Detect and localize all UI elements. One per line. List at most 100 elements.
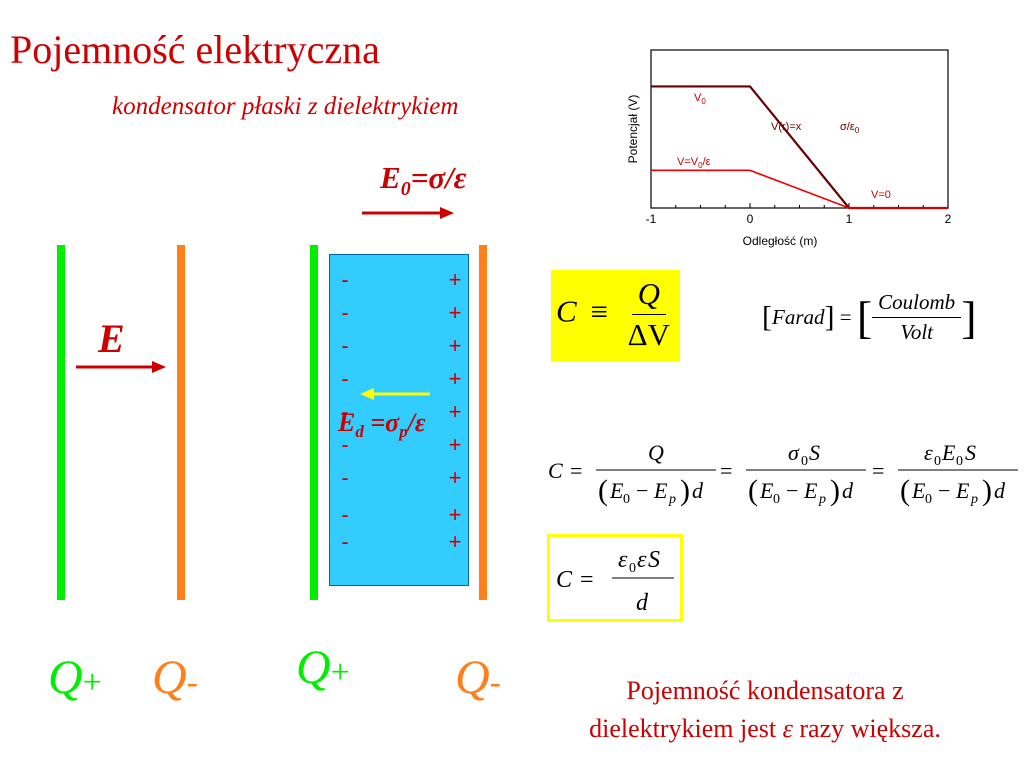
svg-text:0: 0 [773,492,780,507]
minus-sign: - [341,465,349,490]
chart-tick-labels: -1 0 1 2 [646,212,952,226]
svg-text:p: p [970,492,978,507]
minus-sign: - [341,529,349,554]
conclusion-text: Pojemność kondensatora z dielektrykiem j… [522,672,1008,748]
svg-text:E: E [955,478,970,503]
right-positive-plate [310,245,318,600]
svg-text:−: − [938,478,950,503]
left-negative-plate [177,245,185,600]
ed-label: Ed =σp/ε [338,408,426,442]
annotation-vzero: V=0 [871,189,891,201]
svg-text:C: C [548,458,563,483]
page-title: Pojemność elektryczna [10,27,380,72]
svg-text:E: E [803,478,818,503]
annotation-vrx: V(r)=x [771,121,802,133]
plus-sign: + [448,300,462,325]
svg-text:(: ( [598,474,608,507]
plus-sign: + [448,529,462,554]
x-tick-label: -1 [646,212,657,226]
svg-text:(: ( [748,474,758,507]
svg-text:S: S [648,547,660,573]
svg-text:0: 0 [956,454,963,469]
svg-text:p: p [818,492,826,507]
svg-text:S: S [809,440,820,465]
left-q-minus: Q- [152,651,198,704]
svg-text:0: 0 [925,492,932,507]
dielectric-slab [329,254,469,586]
svg-text:−: − [636,478,648,503]
svg-text:ε: ε [924,440,933,465]
svg-text:): ) [982,474,992,507]
x-tick-label: 1 [846,212,853,226]
svg-text:=: = [580,567,594,593]
svg-text:=: = [570,458,582,483]
capacitance-definition-box [551,270,680,362]
page-subtitle: kondensator płaski z dielektrykiem [112,93,459,120]
svg-text:E: E [653,478,668,503]
minus-sign: - [341,267,349,292]
field-label: E [98,316,125,361]
series-line-veps [651,169,948,209]
svg-text:Q: Q [648,440,664,465]
field-arrow [76,361,166,373]
svg-text:E: E [941,440,956,465]
potential-chart: -1 0 1 2 V0 V(r)=x σ/ε0 V=V0/ε V=0 Odległoś… [626,49,952,248]
svg-text:S: S [965,440,976,465]
svg-text:d: d [692,478,704,503]
conclusion-line-2: dielektrykiem jest ε razy większa. [589,714,941,743]
svg-text:=: = [720,458,732,483]
annotation-sigma: σ/ε0 [840,121,860,135]
annotation-veps: V=V0/ε [677,156,711,170]
plus-sign: + [448,366,462,391]
svg-text:d: d [994,478,1006,503]
svg-text:ε: ε [637,547,647,573]
svg-text:): ) [830,474,840,507]
svg-text:0: 0 [801,454,808,469]
left-positive-plate [57,245,65,600]
annotation-v0: V0 [694,92,706,106]
left-q-plus: Q+ [48,651,102,704]
svg-text:d: d [636,590,649,616]
svg-text:0: 0 [629,561,636,576]
right-q-plus: Q+ [296,641,350,694]
svg-text:p: p [668,492,676,507]
plus-sign: + [448,432,462,457]
x-tick-label: 0 [747,212,754,226]
final-formula-box [547,534,683,622]
x-axis-label: Odległość (m) [743,234,818,248]
plus-sign: + [448,502,462,527]
minus-sign: - [341,366,349,391]
svg-text:ε: ε [618,547,628,573]
minus-sign: - [341,333,349,358]
minus-sign: - [341,432,349,457]
plus-sign: + [448,399,462,424]
svg-text:C: C [556,567,573,593]
svg-text:E: E [609,478,624,503]
x-tick-label: 2 [945,212,952,226]
plus-sign: + [448,465,462,490]
svg-text:d: d [842,478,854,503]
plus-sign: + [448,267,462,292]
svg-text:(: ( [900,474,910,507]
svg-text:E: E [759,478,774,503]
svg-text:σ: σ [788,440,800,465]
svg-text:): ) [680,474,690,507]
right-q-minus: Q- [455,651,501,704]
ed-arrow [360,388,430,400]
minus-sign: - [341,502,349,527]
svg-text:0: 0 [934,454,941,469]
plus-sign: + [448,333,462,358]
y-axis-label: Potencjał (V) [626,95,640,164]
minus-sign: - [341,399,349,424]
right-negative-plate [479,245,487,600]
svg-text:=: = [872,458,884,483]
svg-text:−: − [786,478,798,503]
minus-sign: - [341,300,349,325]
e0-label: E0=σ/ε [380,160,467,201]
svg-text:0: 0 [623,492,630,507]
conclusion-line-1: Pojemność kondensatora z [626,676,904,705]
